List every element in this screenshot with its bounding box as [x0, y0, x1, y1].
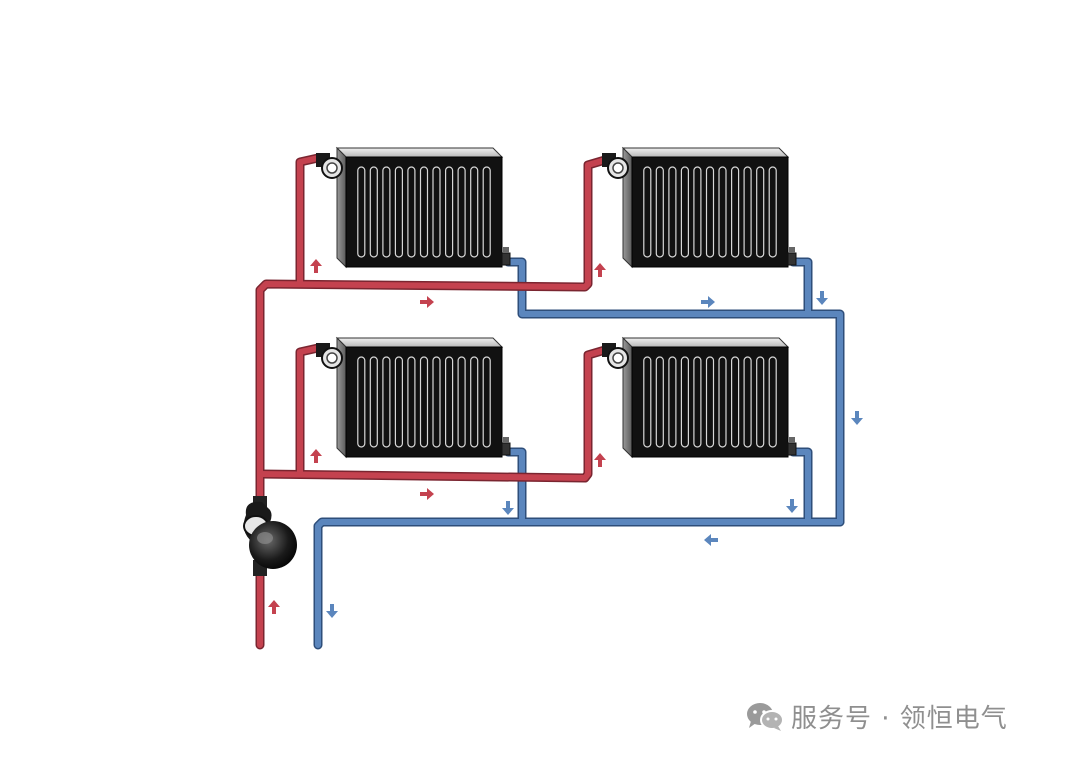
- supply-pipes: [255, 153, 610, 650]
- radiator-top-left: [316, 146, 511, 269]
- flow-arrow-up: [594, 263, 606, 277]
- circulation-pump: [243, 496, 297, 576]
- flow-arrows: [268, 259, 863, 618]
- flow-arrow-down: [502, 501, 514, 515]
- thermostatic-valve: [316, 343, 343, 369]
- flow-arrow-right: [420, 296, 434, 308]
- watermark-text: 服务号 · 领恒电气: [791, 704, 1008, 734]
- flow-arrow-up: [310, 259, 322, 273]
- flow-arrow-up: [310, 449, 322, 463]
- thermostatic-valve: [602, 343, 629, 369]
- return-valve: [787, 247, 797, 266]
- flow-arrow-down: [326, 604, 338, 618]
- return-pipes: [313, 257, 845, 650]
- wechat-icon: [745, 701, 785, 733]
- flow-arrow-left: [704, 534, 718, 546]
- radiators: [316, 146, 797, 459]
- flow-arrow-down: [851, 411, 863, 425]
- flow-arrow-up: [268, 600, 280, 614]
- flow-arrow-right: [701, 296, 715, 308]
- flow-arrow-down: [786, 499, 798, 513]
- return-valve: [501, 437, 511, 456]
- flow-arrow-down: [816, 291, 828, 305]
- thermostatic-valve: [316, 153, 343, 179]
- return-valve: [501, 247, 511, 266]
- thermostatic-valve: [602, 153, 629, 179]
- radiator-bottom-right: [602, 336, 797, 459]
- flow-arrow-right: [420, 488, 434, 500]
- radiator-bottom-left: [316, 336, 511, 459]
- return-valve: [787, 437, 797, 456]
- watermark: 服务号 · 领恒电气: [745, 698, 1008, 735]
- flow-arrow-up: [594, 453, 606, 467]
- radiator-top-right: [602, 146, 797, 269]
